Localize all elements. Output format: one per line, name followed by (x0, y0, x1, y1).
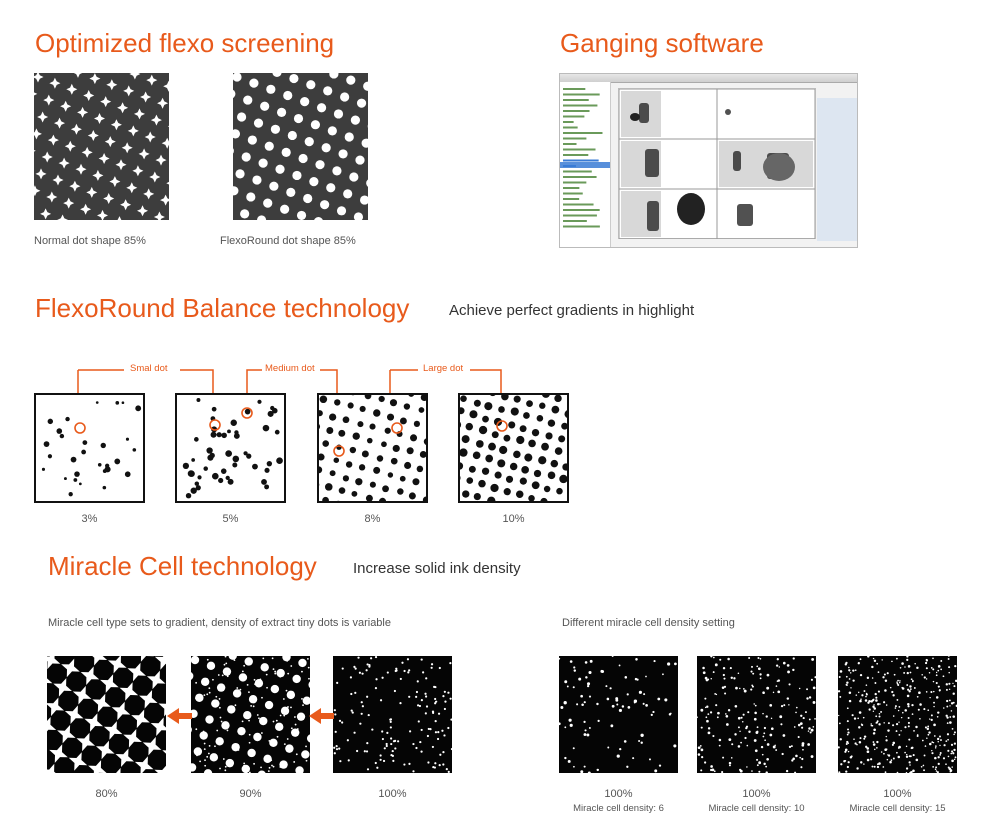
balance-subtitle: Achieve perfect gradients in highlight (449, 302, 695, 319)
density-caption-15: 100% (883, 788, 912, 800)
density-caption-10: 100% (742, 788, 771, 800)
miracle-left-note: Miracle cell type sets to gradient, dens… (48, 617, 391, 629)
density-swatch-10 (697, 656, 816, 773)
density-subcaption-15: Miracle cell density: 15 (849, 803, 946, 814)
miracle-right-note: Different miracle cell density setting (562, 617, 735, 629)
arrow-left-icon (167, 708, 192, 724)
balance-swatch-8 (317, 393, 428, 503)
density-caption-6: 100% (604, 788, 633, 800)
density-swatch-6 (559, 656, 678, 773)
density-subcaption-10: Miracle cell density: 10 (708, 803, 805, 814)
balance-title: FlexoRound Balance technology (35, 293, 410, 323)
balance-swatch-5 (175, 393, 286, 503)
ganging-software-screenshot (559, 73, 858, 248)
miracle-caption-100: 100% (378, 788, 407, 800)
ganging-title: Ganging software (560, 28, 764, 58)
miracle-title: Miracle Cell technology (48, 551, 317, 581)
normal-dot-swatch (34, 73, 169, 220)
job-list-panel (560, 82, 611, 247)
flexoround-dot-swatch (233, 73, 368, 220)
gang-layout-canvas (618, 88, 816, 239)
balance-swatch-3 (34, 393, 145, 503)
flexo-title: Optimized flexo screening (35, 28, 335, 58)
miracle-caption-90: 90% (239, 788, 262, 800)
miracle-swatch-90 (191, 656, 310, 773)
balance-caption-5: 5% (222, 513, 239, 525)
balance-caption-8: 8% (364, 513, 381, 525)
callout-medium-dot: Medium dot (262, 363, 318, 374)
density-subcaption-6: Miracle cell density: 6 (573, 803, 664, 814)
callout-small-dot: Smal dot (127, 363, 171, 374)
callout-large-dot: Large dot (420, 363, 467, 374)
miracle-subtitle: Increase solid ink density (353, 560, 521, 577)
miracle-caption-80: 80% (95, 788, 118, 800)
flexoround-dot-caption: FlexoRound dot shape 85% (220, 235, 356, 247)
balance-caption-10: 10% (502, 513, 525, 525)
miracle-swatch-100 (333, 656, 452, 773)
properties-panel (817, 98, 857, 241)
window-titlebar (560, 74, 857, 83)
balance-swatch-10 (458, 393, 569, 503)
arrow-left-icon (309, 708, 334, 724)
balance-caption-3: 3% (81, 513, 98, 525)
density-swatch-15 (838, 656, 957, 773)
normal-dot-caption: Normal dot shape 85% (34, 235, 146, 247)
miracle-swatch-80 (47, 656, 166, 773)
